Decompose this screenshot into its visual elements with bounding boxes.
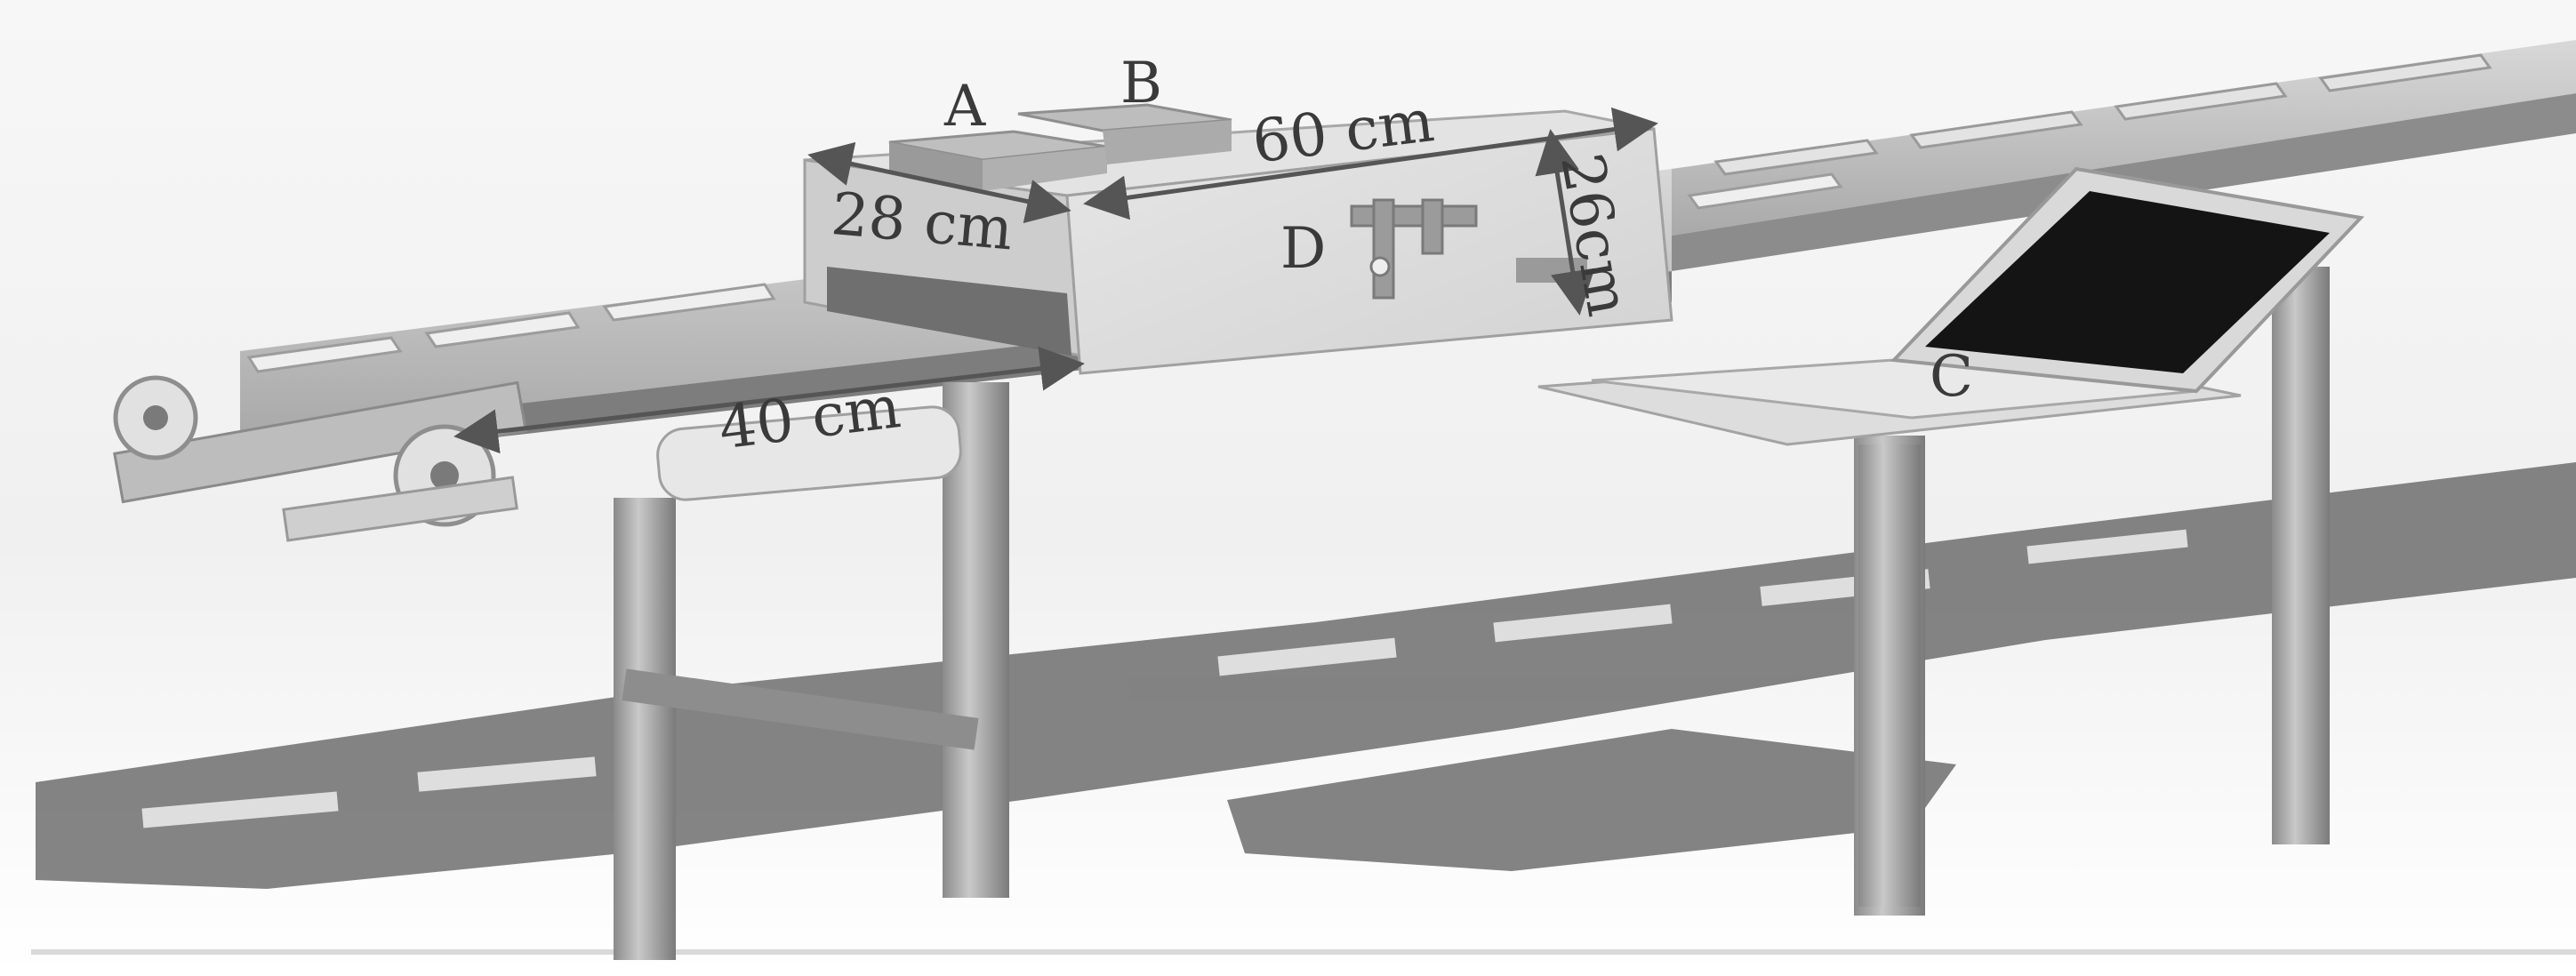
dimension-depth-label: 28 cm [828,180,1016,264]
laptop-screen [1925,191,2330,373]
label-a: A [944,74,986,140]
cabinet-opening [827,267,1071,356]
shadow-highlights [141,529,2188,828]
arrow-28cm [807,141,1071,224]
dimension-arrows [453,107,1658,454]
label-d: D [1280,216,1327,282]
label-c: C [1930,344,1973,410]
label-b: B [1120,51,1163,116]
laptop-station [1537,166,2365,907]
arrow-40cm [453,346,1085,454]
floor-line [31,949,2576,955]
arrow-26cm [1535,129,1595,316]
